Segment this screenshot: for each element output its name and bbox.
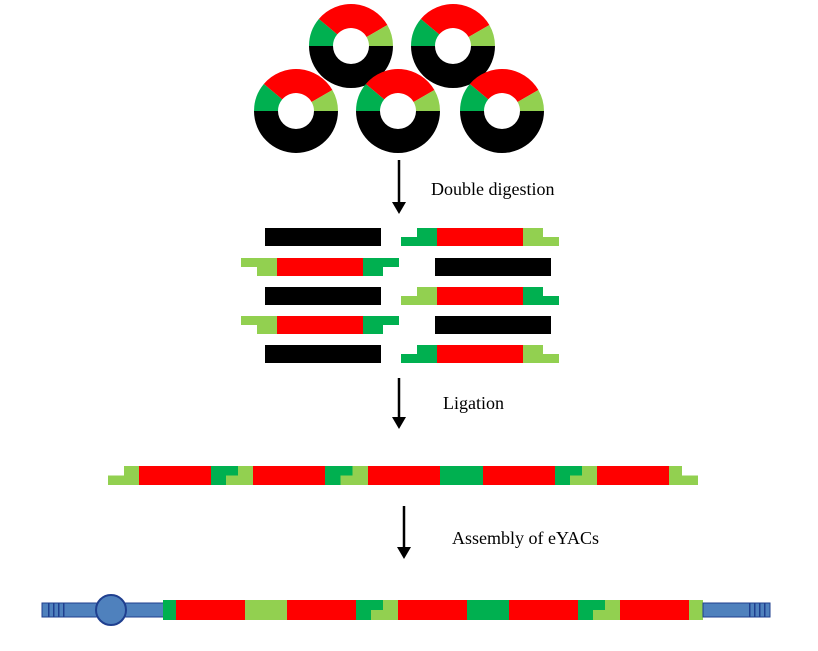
insert-right-end xyxy=(363,316,399,334)
fragment-row xyxy=(265,228,559,246)
insert-left-end xyxy=(241,258,277,276)
centromere xyxy=(95,594,127,626)
insert-arc xyxy=(318,4,388,38)
insert-arc xyxy=(420,4,490,38)
vector-backbone-fragment xyxy=(265,345,381,363)
plasmid-ring xyxy=(460,69,544,153)
telomere-tick xyxy=(764,603,766,617)
fragment-row xyxy=(241,316,551,334)
insert-arc xyxy=(365,68,435,102)
eyac-junction xyxy=(689,600,703,620)
concatemer-right-end xyxy=(669,466,698,485)
step-label-assembly: Assembly of eYACs xyxy=(452,528,599,548)
eyac-insert xyxy=(620,600,689,620)
fragment-row xyxy=(265,287,559,305)
arrowhead-ligation xyxy=(392,417,406,429)
insert-left-end xyxy=(241,316,277,334)
insert-arc xyxy=(469,69,539,102)
end-dark-arc xyxy=(309,19,338,46)
telomere-tick xyxy=(754,603,756,617)
fragment-row xyxy=(265,345,559,363)
telomere-tick xyxy=(63,603,65,617)
end-light-arc xyxy=(468,25,495,46)
telomere-tick xyxy=(749,603,751,617)
telomere-tick xyxy=(759,603,761,617)
concatemer-junction-dark xyxy=(211,466,238,485)
insert-right-end xyxy=(523,287,559,305)
concatemer-insert xyxy=(139,466,211,485)
eyac-junction xyxy=(245,600,287,620)
vector-backbone-fragment xyxy=(265,287,381,305)
ligated-concatemer xyxy=(108,466,698,485)
vector-backbone-arc xyxy=(254,111,338,153)
insert-right-end xyxy=(523,345,559,363)
step-assembly: Assembly of eYACs xyxy=(397,506,599,559)
eyac-insert xyxy=(509,600,578,620)
plasmid-ring xyxy=(411,4,495,88)
end-dark-arc xyxy=(411,19,440,46)
end-light-arc xyxy=(366,25,393,46)
end-light-arc xyxy=(413,90,440,111)
eyac-junction-dark xyxy=(578,600,605,620)
insert-right-end xyxy=(363,258,399,276)
digested-fragments xyxy=(241,228,559,363)
plasmid-ring xyxy=(254,69,338,153)
concatemer-insert xyxy=(483,466,555,485)
insert-segment xyxy=(437,287,523,305)
insert-right-end xyxy=(523,228,559,246)
yac-right-arm xyxy=(702,602,771,618)
insert-segment xyxy=(437,228,523,246)
plasmid-ring xyxy=(309,4,393,88)
vector-backbone-fragment xyxy=(265,228,381,246)
insert-left-end xyxy=(401,345,437,363)
vector-backbone-arc xyxy=(411,46,495,88)
plasmids xyxy=(254,4,544,153)
insert-segment xyxy=(437,345,523,363)
insert-left-end xyxy=(401,287,437,305)
concatemer-left-end xyxy=(108,466,139,485)
step-label-double-digestion: Double digestion xyxy=(431,179,555,199)
end-light-arc xyxy=(311,90,338,111)
insert-arc xyxy=(263,69,333,102)
eyac-insert xyxy=(398,600,467,620)
end-light-arc xyxy=(517,90,544,111)
concatemer-insert xyxy=(253,466,325,485)
plasmid-ring xyxy=(356,68,440,153)
vector-backbone-fragment xyxy=(435,258,551,276)
concatemer-junction-dark xyxy=(555,466,582,485)
eyac-junction xyxy=(467,600,509,620)
telomere-tick xyxy=(58,603,60,617)
arrowhead-assembly xyxy=(397,547,411,559)
step-double-digestion: Double digestion xyxy=(392,160,555,214)
eyac-junction-dark xyxy=(356,600,383,620)
eyac-junction xyxy=(163,600,176,620)
step-ligation: Ligation xyxy=(392,378,504,429)
insert-left-end xyxy=(401,228,437,246)
end-dark-arc xyxy=(460,84,489,111)
vector-backbone-arc xyxy=(356,111,440,153)
eyac-insert xyxy=(287,600,356,620)
concatemer-junction xyxy=(440,466,483,485)
end-dark-arc xyxy=(356,84,385,111)
concatemer-insert xyxy=(597,466,669,485)
vector-backbone-fragment xyxy=(435,316,551,334)
arrowhead-double-digestion xyxy=(392,202,406,214)
telomere-tick xyxy=(53,603,55,617)
eyac-insert xyxy=(176,600,245,620)
end-dark-arc xyxy=(254,84,283,111)
step-label-ligation: Ligation xyxy=(443,393,504,413)
assembled-eyac xyxy=(41,594,771,626)
fragment-row xyxy=(241,258,551,276)
concatemer-insert xyxy=(368,466,440,485)
insert-segment xyxy=(277,316,363,334)
vector-backbone-arc xyxy=(309,46,393,88)
vector-backbone-arc xyxy=(460,111,544,153)
insert-segment xyxy=(277,258,363,276)
concatemer-junction-dark xyxy=(325,466,353,485)
telomere-tick xyxy=(48,603,50,617)
